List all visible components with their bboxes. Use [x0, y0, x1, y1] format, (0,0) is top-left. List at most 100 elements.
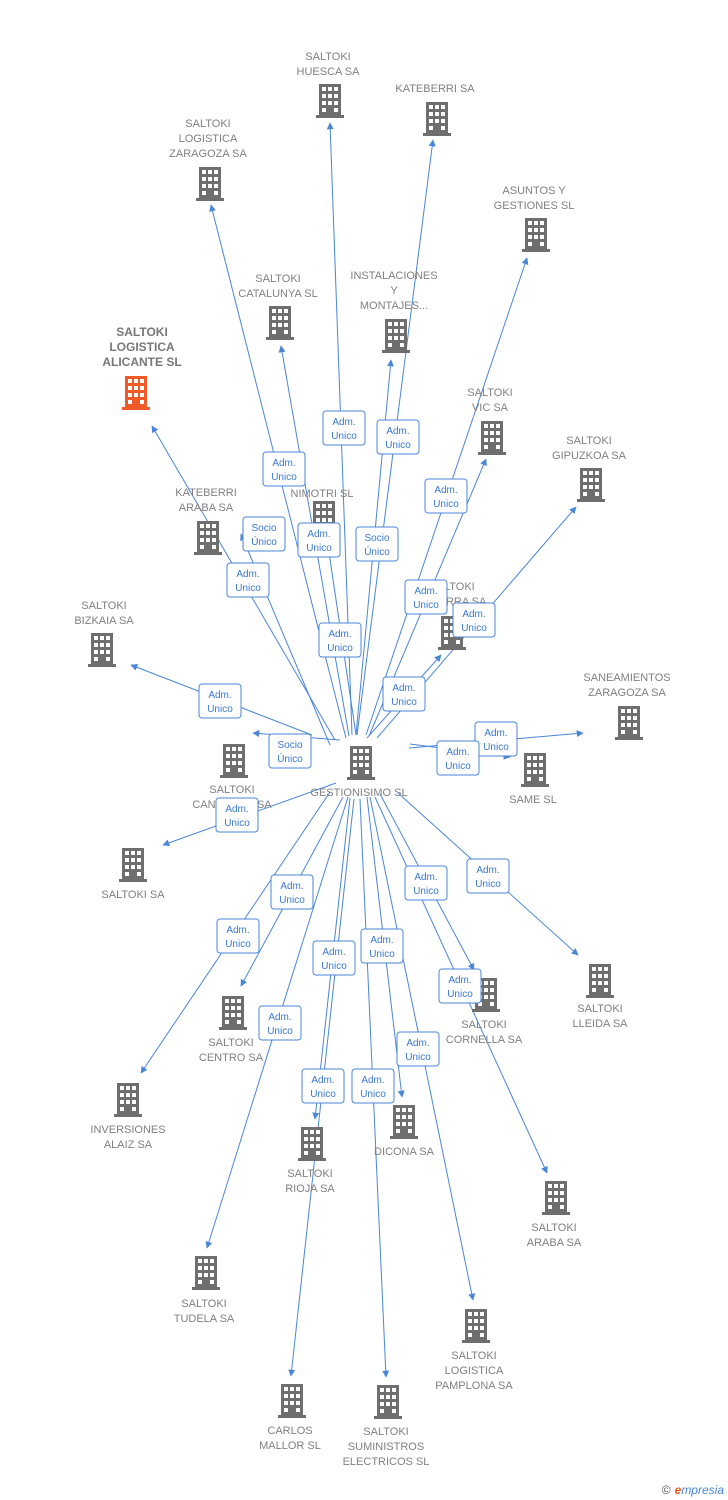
node-label: Y [390, 285, 398, 297]
edge-label-kateberri[interactable]: Adm.Unico [376, 419, 420, 455]
node-label: SALTOKI [461, 1019, 506, 1031]
edge-label-text: Unico [413, 886, 439, 897]
edge-label-text: Unico [483, 742, 509, 753]
edge-label-text: Unico [391, 697, 417, 708]
edge-label-vic[interactable]: Adm.Unico [404, 579, 448, 615]
node-label: SALTOKI [181, 1298, 226, 1310]
edge-label-nimotri[interactable]: Adm.Unico [318, 622, 362, 658]
edge-label-araba[interactable]: Adm.Unico [438, 968, 482, 1004]
node-label: ALAIZ SA [104, 1139, 153, 1151]
copyright-symbol: © [661, 1483, 671, 1497]
edge-label-text: Único [364, 545, 390, 558]
edge-label-pamplona[interactable]: Adm.Unico [396, 1031, 440, 1067]
node-tudela[interactable]: SALTOKI TUDELA SA [174, 1256, 235, 1325]
edge-label-text: Unico [433, 499, 459, 510]
edge-label-gipuzkoa[interactable]: Adm.Unico [452, 602, 496, 638]
building-icon [278, 1384, 306, 1418]
building-icon [316, 84, 344, 118]
edge-label-box [396, 1031, 440, 1067]
building-icon [298, 1127, 326, 1161]
node-label: RIOJA SA [285, 1183, 335, 1195]
node-label: KATEBERRI SA [395, 83, 475, 95]
edge-label-dicona[interactable]: Adm.Unico [360, 928, 404, 964]
edge-label-alaiz[interactable]: Adm.Unico [216, 918, 260, 954]
edge-label-text: Adm. [328, 629, 351, 640]
edge-label-text: Unico [369, 949, 395, 960]
edge-label-saltoki_sa[interactable]: Adm.Unico [215, 797, 259, 833]
building-icon [374, 1385, 402, 1419]
brand-initial: e [674, 1483, 682, 1497]
edge-label-text: Unico [271, 472, 297, 483]
node-saltoki_sa[interactable]: SALTOKI SA [101, 848, 165, 901]
edge-label-navarra[interactable]: Adm.Unico [382, 676, 426, 712]
edge-label-box [474, 721, 518, 757]
node-kateberri[interactable]: KATEBERRI SA [395, 83, 475, 136]
edge-label-box [436, 740, 480, 776]
node-label: LOGISTICA [179, 133, 238, 145]
edge-label-same[interactable]: Adm.Unico [436, 740, 480, 776]
edge-label-text: Adm. [414, 586, 437, 597]
node-dicona[interactable]: DICONA SA [374, 1105, 435, 1158]
node-nimotri[interactable]: NIMOTRI SL [291, 488, 354, 535]
node-label: SALTOKI [255, 273, 300, 285]
edge-label-catalunya[interactable]: Adm.Unico [297, 522, 341, 558]
edge-label-zaragoza_log[interactable]: Adm. Unico [262, 451, 306, 487]
building-icon [347, 746, 375, 780]
node-label: TUDELA SA [174, 1313, 235, 1325]
edge-label-lleida[interactable]: Adm.Unico [466, 858, 510, 894]
edge-label-centro[interactable]: Adm.Unico [270, 874, 314, 910]
edge-label-text: Adm. [272, 458, 295, 469]
edge-label-box [318, 622, 362, 658]
node-label: ASUNTOS Y [502, 185, 566, 197]
edge-label-text: Unico [207, 704, 233, 715]
edge-label-tudela[interactable]: Adm.Unico [258, 1005, 302, 1041]
edge-label-bizkaia[interactable]: Adm.Unico [198, 683, 242, 719]
edge-label-box [376, 419, 420, 455]
node-same[interactable]: SAME SL [509, 753, 557, 806]
node-label: PAMPLONA SA [435, 1380, 513, 1392]
building-icon [615, 706, 643, 740]
edge-label-suministros[interactable]: Adm.Unico [351, 1068, 395, 1104]
edge-label-asuntos[interactable]: Adm.Unico [424, 478, 468, 514]
edge-label-text: Adm. [414, 872, 437, 883]
edge-label-alicante[interactable]: Adm.Unico [226, 562, 270, 598]
node-label: SALTOKI [208, 1037, 253, 1049]
edge-label-mallor[interactable]: Adm.Unico [301, 1068, 345, 1104]
edge-label-cornella[interactable]: Adm. Unico [404, 865, 448, 901]
edge-label-box [466, 858, 510, 894]
node-label: CARLOS [267, 1425, 312, 1437]
edge-label-huesca[interactable]: Adm.Unico [322, 410, 366, 446]
node-label: ZARAGOZA SA [588, 687, 666, 699]
node-label: LOGISTICA [109, 340, 175, 354]
edge-label-rioja[interactable]: Adm.Unico [312, 940, 356, 976]
edge-label-saneamientos[interactable]: Adm.Unico [474, 721, 518, 757]
node-label: SALTOKI [577, 1003, 622, 1015]
node-instalaciones[interactable]: INSTALACIONESYMONTAJES... [350, 270, 438, 353]
edge-label-text: Unico [405, 1052, 431, 1063]
node-label: SALTOKI SA [101, 889, 165, 901]
node-gestionisimo[interactable]: GESTIONISIMO SL [310, 746, 408, 799]
